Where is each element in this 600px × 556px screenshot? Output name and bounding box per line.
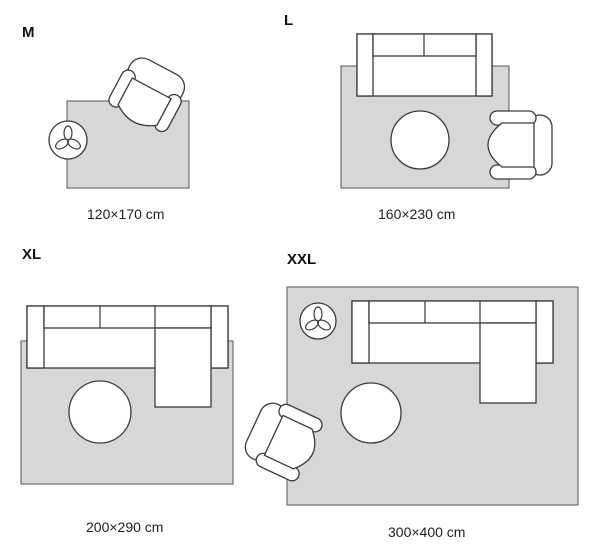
round-table-icon bbox=[340, 382, 402, 444]
dimension-label-xxl: 300×400 cm bbox=[388, 524, 466, 540]
corner-sofa-icon bbox=[26, 305, 229, 408]
plant-table-icon bbox=[48, 120, 88, 160]
plant-table-icon bbox=[299, 302, 337, 340]
corner-sofa-icon bbox=[351, 300, 554, 404]
size-label-m: M bbox=[22, 24, 35, 41]
armchair-icon bbox=[487, 110, 553, 180]
panel-m bbox=[48, 57, 190, 189]
size-label-l: L bbox=[284, 12, 294, 29]
panel-xxl bbox=[244, 286, 579, 506]
dimension-label-xl: 200×290 cm bbox=[86, 519, 164, 535]
size-label-xxl: XXL bbox=[287, 251, 317, 268]
armchair-icon bbox=[108, 57, 186, 133]
sofa-icon bbox=[356, 33, 493, 97]
round-table-icon bbox=[68, 380, 132, 444]
round-table-icon bbox=[390, 110, 450, 170]
size-label-xl: XL bbox=[22, 246, 42, 263]
panel-xl bbox=[20, 305, 234, 485]
panel-l bbox=[340, 33, 553, 189]
dimension-label-l: 160×230 cm bbox=[378, 206, 456, 222]
armchair-icon bbox=[244, 402, 323, 482]
dimension-label-m: 120×170 cm bbox=[87, 206, 165, 222]
